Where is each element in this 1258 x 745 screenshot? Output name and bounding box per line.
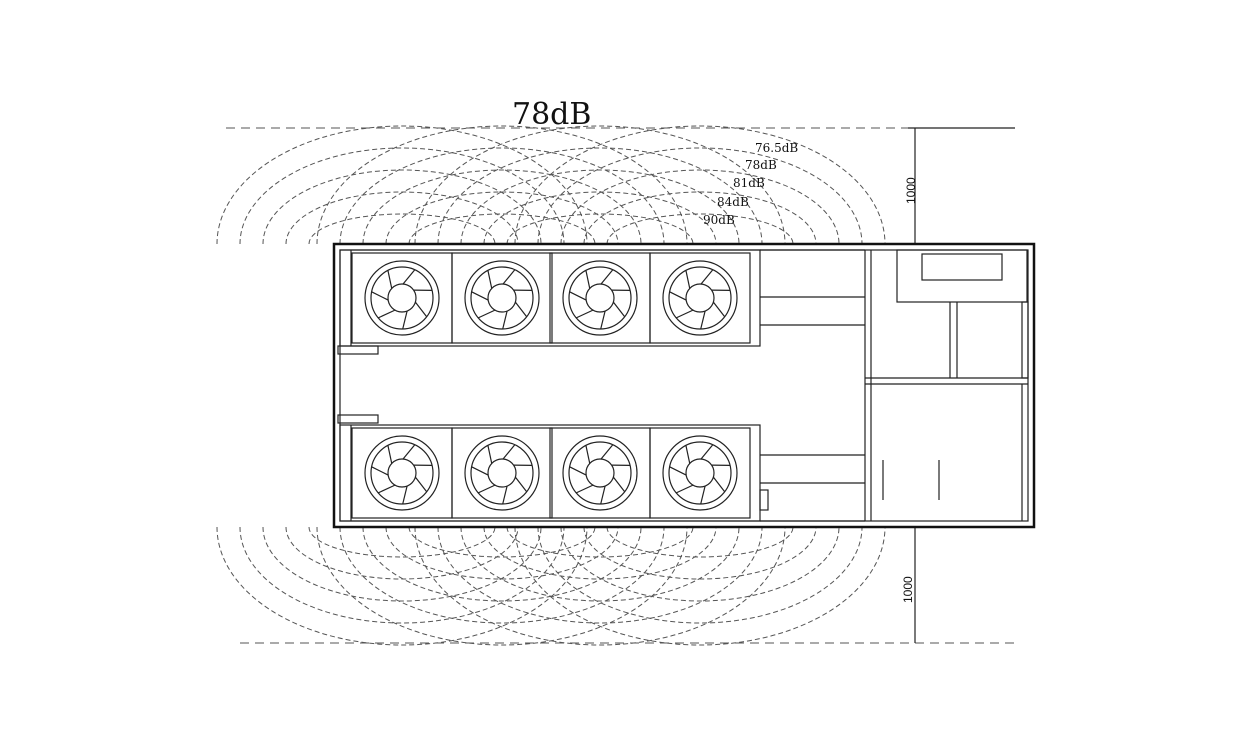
contour-arc [437,147,763,245]
contour-arc [514,526,886,646]
contour-arc [262,526,542,602]
boundary-level-label: 78dB [512,97,591,132]
contour-arc [408,213,596,245]
contour-arc [316,526,688,646]
contour-arc [239,147,565,245]
contour-labels: 76.5dB 78dB 81dB 84dB 90dB [703,141,798,227]
contour-arc [262,169,542,245]
contour-arc [414,526,786,646]
contour-label: 78dB [745,158,777,172]
contour-arc [408,526,596,558]
fan-icon [351,252,453,344]
contour-arc [606,526,794,558]
contour-arc [537,526,863,624]
contour-arc [285,526,519,580]
fan-icon [549,252,651,344]
contour-arc [362,526,642,602]
contour-arc [339,147,665,245]
noise-contours-top [216,125,886,245]
fan-icon [451,427,553,519]
contour-arc [460,526,740,602]
contour-arc [216,526,588,646]
contour-arc [606,213,794,245]
fan-icon [649,427,751,519]
contour-arc [506,213,694,245]
fan-icon [451,252,553,344]
dimension-label-bottom: 1000 [901,576,915,603]
contour-arc [583,191,817,245]
dimension-label-top: 1000 [904,177,918,204]
contour-arc [483,191,717,245]
contour-arc [339,526,665,624]
contour-arc [483,526,717,580]
contour-label: 90dB [703,213,735,227]
contour-arc [460,169,740,245]
contour-arc [362,169,642,245]
fan-icon [649,252,751,344]
dimension-top: 1000 [904,127,1015,244]
contour-label: 76.5dB [755,141,798,155]
contour-label: 84dB [717,195,749,209]
contour-arc [583,526,817,580]
contour-arc [285,191,519,245]
contour-arc [560,169,840,245]
contour-arc [560,526,840,602]
contour-arc [506,526,694,558]
contour-arc [385,526,619,580]
contour-arc [216,125,588,245]
fan-icon [549,427,651,519]
contour-arc [414,125,786,245]
contour-arc [308,213,496,245]
contour-arc [239,526,565,624]
contour-label: 81dB [733,176,765,190]
fan-icon [351,427,453,519]
noise-contours-bottom [216,526,886,646]
contour-arc [537,147,863,245]
contour-arc [514,125,886,245]
fan-array [351,252,751,519]
contour-arc [308,526,496,558]
contour-arc [385,191,619,245]
contour-arc [316,125,688,245]
container-unit [332,242,1036,529]
contour-arc [437,526,763,624]
dimension-bottom: 1000 [901,527,916,643]
